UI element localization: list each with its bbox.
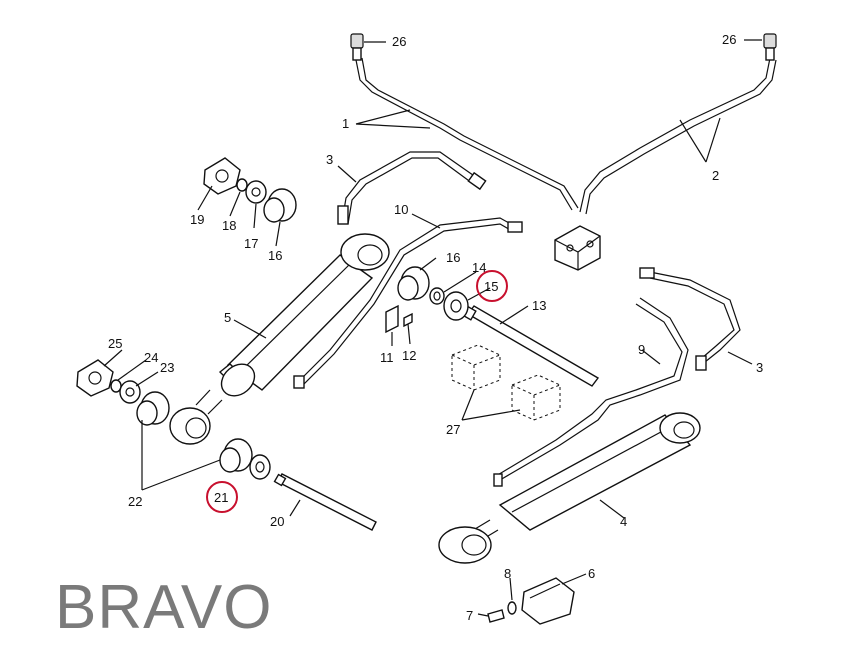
hose-3-left bbox=[337, 151, 487, 225]
washer-15 bbox=[443, 291, 469, 321]
hose-2 bbox=[579, 33, 777, 215]
highlight-circle-21 bbox=[206, 481, 238, 513]
screw-12 bbox=[403, 312, 413, 328]
anode-6 bbox=[521, 577, 575, 625]
trim-cylinder-4 bbox=[438, 412, 701, 564]
label-6: 6 bbox=[588, 566, 595, 581]
label-22: 22 bbox=[128, 494, 142, 509]
kit-27-blocks bbox=[451, 344, 561, 421]
highlight-circle-15 bbox=[476, 270, 508, 302]
label-7: 7 bbox=[466, 608, 473, 623]
label-27: 27 bbox=[446, 422, 460, 437]
label-17: 17 bbox=[244, 236, 258, 251]
hose-9 bbox=[493, 297, 689, 487]
washer-8 bbox=[507, 601, 517, 615]
part-labels: 26 26 1 2 3 10 5 16 14 15 13 11 12 9 3 2… bbox=[108, 32, 763, 623]
label-19: 19 bbox=[190, 212, 204, 227]
washer-14 bbox=[429, 287, 445, 305]
label-21: 21 bbox=[214, 490, 228, 505]
label-26-left: 26 bbox=[392, 34, 406, 49]
bushing-group-upper bbox=[203, 157, 297, 223]
label-5: 5 bbox=[224, 310, 231, 325]
label-16: 16 bbox=[268, 248, 282, 263]
screw-7 bbox=[487, 609, 505, 623]
hose-3-right bbox=[639, 267, 741, 371]
pivot-pin-13 bbox=[461, 305, 600, 387]
hose-10 bbox=[293, 217, 523, 389]
bushing-21 bbox=[219, 438, 271, 480]
leader-lines bbox=[103, 39, 762, 617]
label-3-right: 3 bbox=[756, 360, 763, 375]
label-18-upper: 18 bbox=[222, 218, 236, 233]
bushing-18-center bbox=[397, 266, 430, 301]
label-4: 4 bbox=[620, 514, 627, 529]
clip-11 bbox=[385, 304, 399, 334]
label-14: 14 bbox=[472, 260, 486, 275]
label-13: 13 bbox=[532, 298, 546, 313]
label-10: 10 bbox=[394, 202, 408, 217]
label-18-center: 16 bbox=[446, 250, 460, 265]
hose-1 bbox=[350, 33, 579, 211]
label-1: 1 bbox=[342, 116, 349, 131]
label-20: 20 bbox=[270, 514, 284, 529]
label-12: 12 bbox=[402, 348, 416, 363]
label-26-right: 26 bbox=[722, 32, 736, 47]
brand-label: BRAVO bbox=[55, 573, 272, 642]
label-23: 23 bbox=[160, 360, 174, 375]
label-24: 24 bbox=[144, 350, 158, 365]
trim-cylinder-5 bbox=[195, 233, 390, 415]
label-15: 15 bbox=[484, 279, 498, 294]
manifold-block bbox=[554, 225, 601, 271]
label-11: 11 bbox=[380, 350, 394, 365]
label-2: 2 bbox=[712, 168, 719, 183]
label-9: 9 bbox=[638, 342, 645, 357]
pivot-pin-20 bbox=[273, 473, 377, 531]
label-8: 8 bbox=[504, 566, 511, 581]
label-3-left: 3 bbox=[326, 152, 333, 167]
bushing-group-lower bbox=[76, 359, 211, 445]
label-25: 25 bbox=[108, 336, 122, 351]
